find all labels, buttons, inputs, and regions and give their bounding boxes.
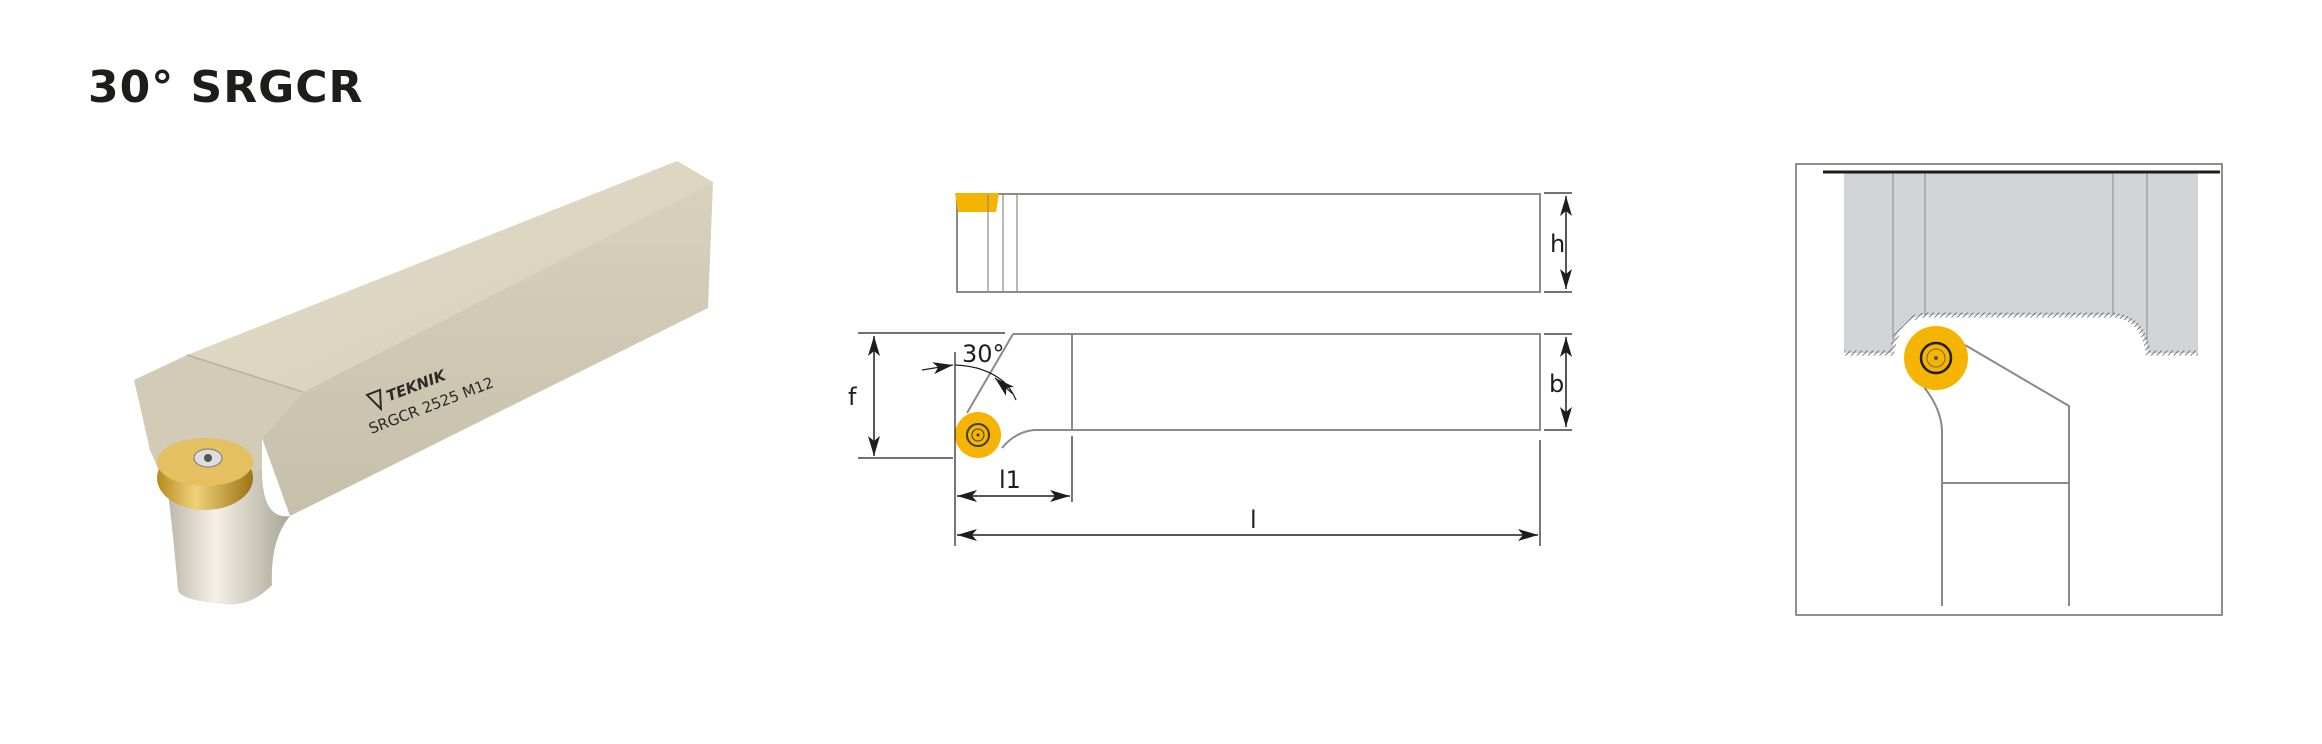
top-view-drawing xyxy=(955,192,1572,293)
teknik-logo-icon xyxy=(365,388,383,412)
page-title: 30° SRGCR xyxy=(88,62,364,113)
tool-side-face xyxy=(262,182,713,516)
dimension-h-label: h xyxy=(1550,230,1565,258)
front-view-drawing xyxy=(858,332,1572,546)
insert-top-view xyxy=(955,193,999,212)
dimension-f-label: f xyxy=(848,383,857,411)
dimension-l1-label: l1 xyxy=(999,466,1021,494)
dimension-b-label: b xyxy=(1549,370,1564,398)
dimension-l-label: l xyxy=(1250,506,1257,534)
tool-holder-image: TEKNIK SRGCR 2525 M12 xyxy=(134,161,713,605)
workpiece xyxy=(1844,173,2198,353)
application-view xyxy=(1795,163,2223,616)
tool-top-face xyxy=(187,161,713,392)
angle-label: 30° xyxy=(962,340,1005,368)
